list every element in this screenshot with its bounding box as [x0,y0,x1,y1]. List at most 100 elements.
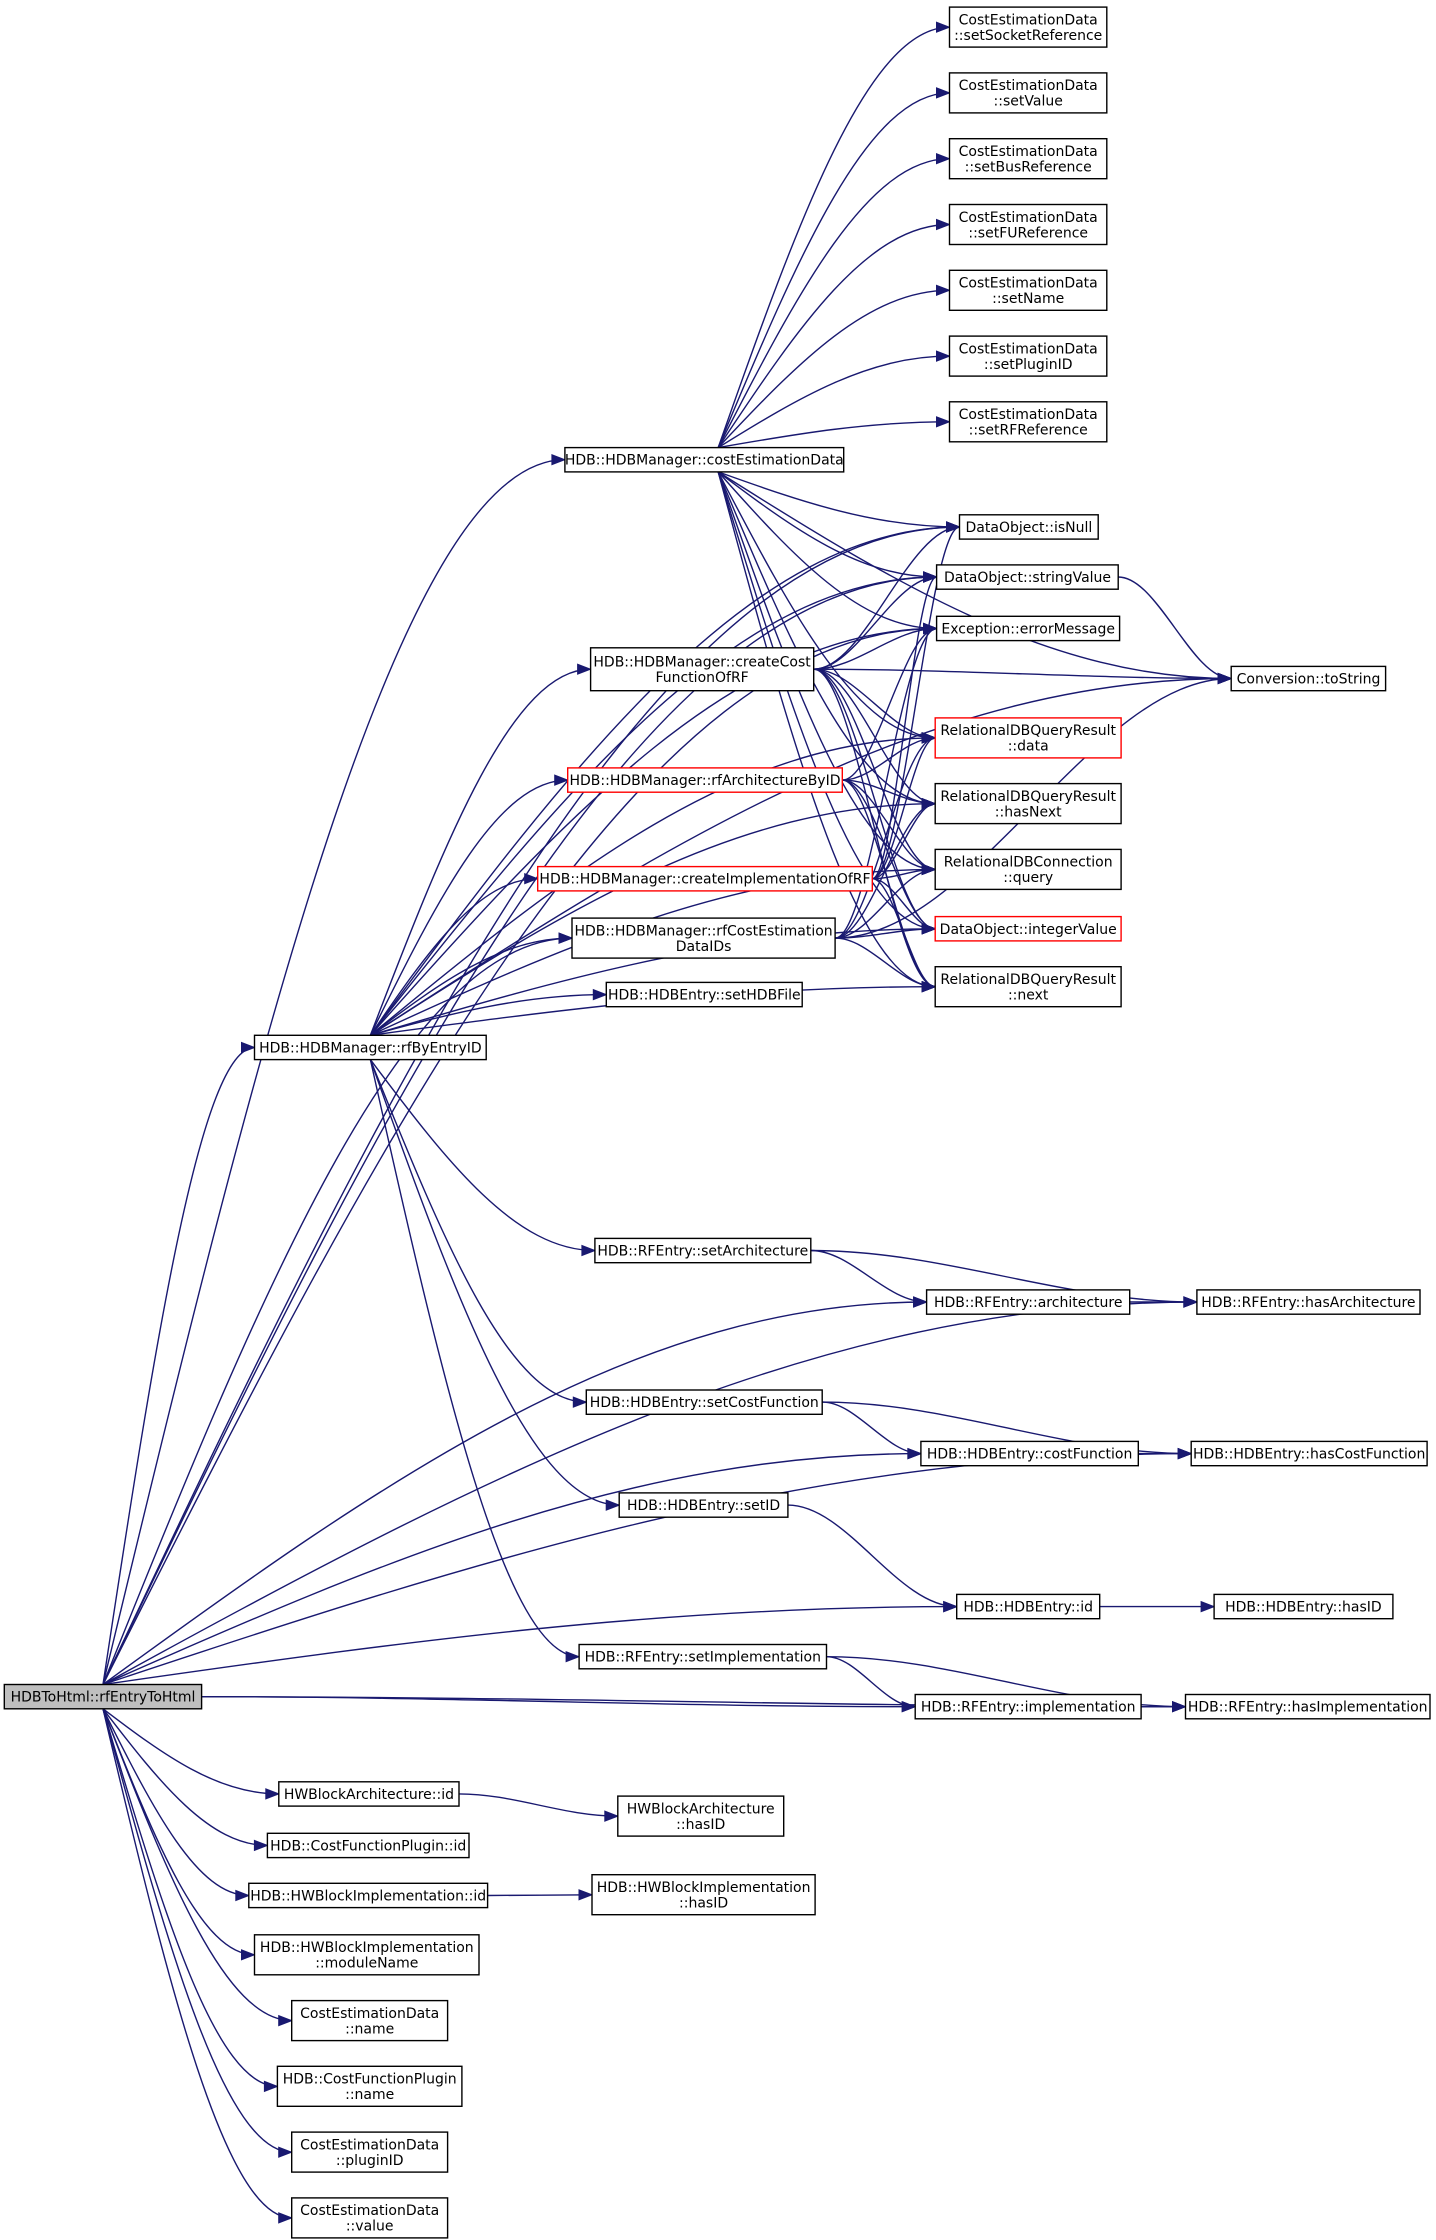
node-setArchitecture[interactable]: HDB::RFEntry::setArchitecture [594,1237,812,1264]
node-label: ::value [346,2219,394,2235]
arrowhead [554,774,570,786]
node-label: HDB::HDBManager::costEstimationData [565,453,844,469]
arrowhead [936,21,951,33]
edge-costEstimationData-to-setBusReference [717,158,950,448]
node-architecture[interactable]: HDB::RFEntry::architecture [925,1289,1131,1315]
node-entryId[interactable]: HDB::HDBEntry::id [956,1593,1101,1620]
node-cfpId[interactable]: HDB::CostFunctionPlugin::id [266,1832,470,1859]
node-pluginID[interactable]: CostEstimationData::pluginID [291,2131,449,2173]
edge-createCostFunctionOfRF-to-stringValue [813,576,937,670]
arrowhead [936,416,951,428]
edge-costEstimationData-to-setRFReference [718,421,950,449]
edge-costEstimationData-to-setPluginID [717,355,950,449]
arrowhead [605,1499,621,1511]
node-setFUReference[interactable]: CostEstimationData::setFUReference [948,203,1108,246]
node-label: HWBlockArchitecture::id [284,1787,454,1803]
node-hwImplHasID[interactable]: HDB::HWBlockImplementation::hasID [591,1873,816,1916]
node-hasImplementation[interactable]: HDB::RFEntry::hasImplementation [1184,1693,1431,1720]
node-setID[interactable]: HDB::HDBEntry::setID [618,1492,789,1518]
arrowhead [936,218,951,231]
arrowhead [592,988,608,1001]
node-label: ::setName [992,291,1064,307]
node-query[interactable]: RelationalDBConnection::query [934,848,1122,891]
edge-rfCostEstimationDataIDs-to-queryData [834,737,936,939]
node-createImplementationOfRF[interactable]: HDB::HDBManager::createImplementationOfR… [537,865,874,892]
node-hasCostFunction[interactable]: HDB::HDBEntry::hasCostFunction [1190,1440,1428,1467]
node-stringValue[interactable]: DataObject::stringValue [935,564,1119,590]
edge-root-to-isNull [102,526,960,1685]
node-label: ::setValue [994,94,1063,110]
node-label: ::name [345,2021,394,2037]
node-hasNext[interactable]: RelationalDBQueryResult::hasNext [934,782,1122,825]
arrowhead [253,1839,269,1852]
arrowhead [577,663,592,675]
node-root[interactable]: HDBToHtml::rfEntryToHtml [3,1683,203,1710]
edge-costEstimationData-to-integerValue [717,471,936,930]
node-hwImplId[interactable]: HDB::HWBlockImplementation::id [248,1882,489,1909]
edge-createCostFunctionOfRF-to-hasNext [813,668,936,805]
edge-costEstimationData-to-setValue [717,92,950,448]
node-costEstimationData[interactable]: HDB::HDBManager::costEstimationData [564,446,845,473]
node-setPluginID[interactable]: CostEstimationData::setPluginID [948,335,1108,377]
node-setRFReference[interactable]: CostEstimationData::setRFReference [948,401,1108,443]
edge-root-to-entryId [102,1605,957,1686]
node-label: ::setRFReference [969,423,1088,439]
arrowhead [235,1889,251,1902]
node-setImplementation[interactable]: HDB::RFEntry::setImplementation [578,1643,828,1670]
node-label: HDB::RFEntry::implementation [921,1700,1136,1716]
edge-root-to-rfCostEstimationDataIDs [102,937,573,1685]
arrowhead [943,1600,959,1613]
arrowhead [565,1650,581,1663]
node-hwArchHasID[interactable]: HWBlockArchitecture::hasID [617,1795,785,1837]
edge-costEstimationData-to-setSocketReference [717,26,950,448]
node-hasArchitecture[interactable]: HDB::RFEntry::hasArchitecture [1196,1289,1421,1315]
node-label: ::setSocketReference [954,28,1102,44]
node-errorMessage[interactable]: Exception::errorMessage [935,615,1121,642]
node-rfByEntryID[interactable]: HDB::HDBManager::rfByEntryID [253,1034,487,1061]
node-label: FunctionOfRF [655,670,748,686]
edge-createImplementationOfRF-to-queryData [872,737,936,880]
node-box [567,767,844,793]
node-label: CostEstimationData [959,210,1098,226]
arrowhead [265,1788,281,1800]
node-box [253,1034,487,1061]
arrowhead [921,797,937,810]
node-setCostFunction[interactable]: HDB::HDBEntry::setCostFunction [585,1389,823,1415]
node-box [276,2065,463,2108]
edge-rfByEntryID-to-stringValue [369,576,937,1036]
node-next[interactable]: RelationalDBQueryResult::next [934,966,1122,1008]
node-hwArchId[interactable]: HWBlockArchitecture::id [278,1781,460,1807]
node-setValue[interactable]: CostEstimationData::setValue [948,72,1108,114]
node-setBusReference[interactable]: CostEstimationData::setBusReference [948,137,1108,180]
node-rfArchitectureByID[interactable]: HDB::HDBManager::rfArchitectureByID [567,767,844,793]
node-integerValue[interactable]: DataObject::integerValue [934,915,1122,942]
node-setName[interactable]: CostEstimationData::setName [948,269,1108,311]
node-toString[interactable]: Conversion::toString [1230,665,1387,692]
node-cedValue[interactable]: CostEstimationData::value [291,2197,449,2239]
node-costFunction[interactable]: HDB::HDBEntry::costFunction [920,1440,1140,1467]
node-label: ::data [1008,739,1049,755]
node-box [278,1781,460,1807]
edge-rfByEntryID-to-createCostFunctionOfRF [369,668,591,1036]
node-moduleName[interactable]: HDB::HWBlockImplementation::moduleName [253,1934,480,1976]
node-box [934,717,1122,759]
node-box [291,1999,449,2042]
node-queryData[interactable]: RelationalDBQueryResult::data [934,717,1122,759]
edge-root-to-costFunction [102,1452,921,1686]
node-hasID[interactable]: HDB::HDBEntry::hasID [1213,1593,1394,1620]
edge-root-to-architecture [102,1301,927,1686]
node-label: CostEstimationData [959,276,1098,292]
node-setHDBFile[interactable]: HDB::HDBEntry::setHDBFile [605,981,803,1008]
node-box [605,981,803,1008]
node-cedName[interactable]: CostEstimationData::name [291,1999,449,2042]
arrowhead [936,284,951,297]
node-isNull[interactable]: DataObject::isNull [958,514,1099,540]
node-label: CostEstimationData [959,407,1098,423]
node-setSocketReference[interactable]: CostEstimationData::setSocketReference [948,6,1108,48]
arrowhead [578,1889,594,1901]
node-cfpName[interactable]: HDB::CostFunctionPlugin::name [276,2065,463,2108]
node-implementation[interactable]: HDB::RFEntry::implementation [914,1693,1142,1720]
edge-rfByEntryID-to-setImplementation [369,1059,580,1658]
